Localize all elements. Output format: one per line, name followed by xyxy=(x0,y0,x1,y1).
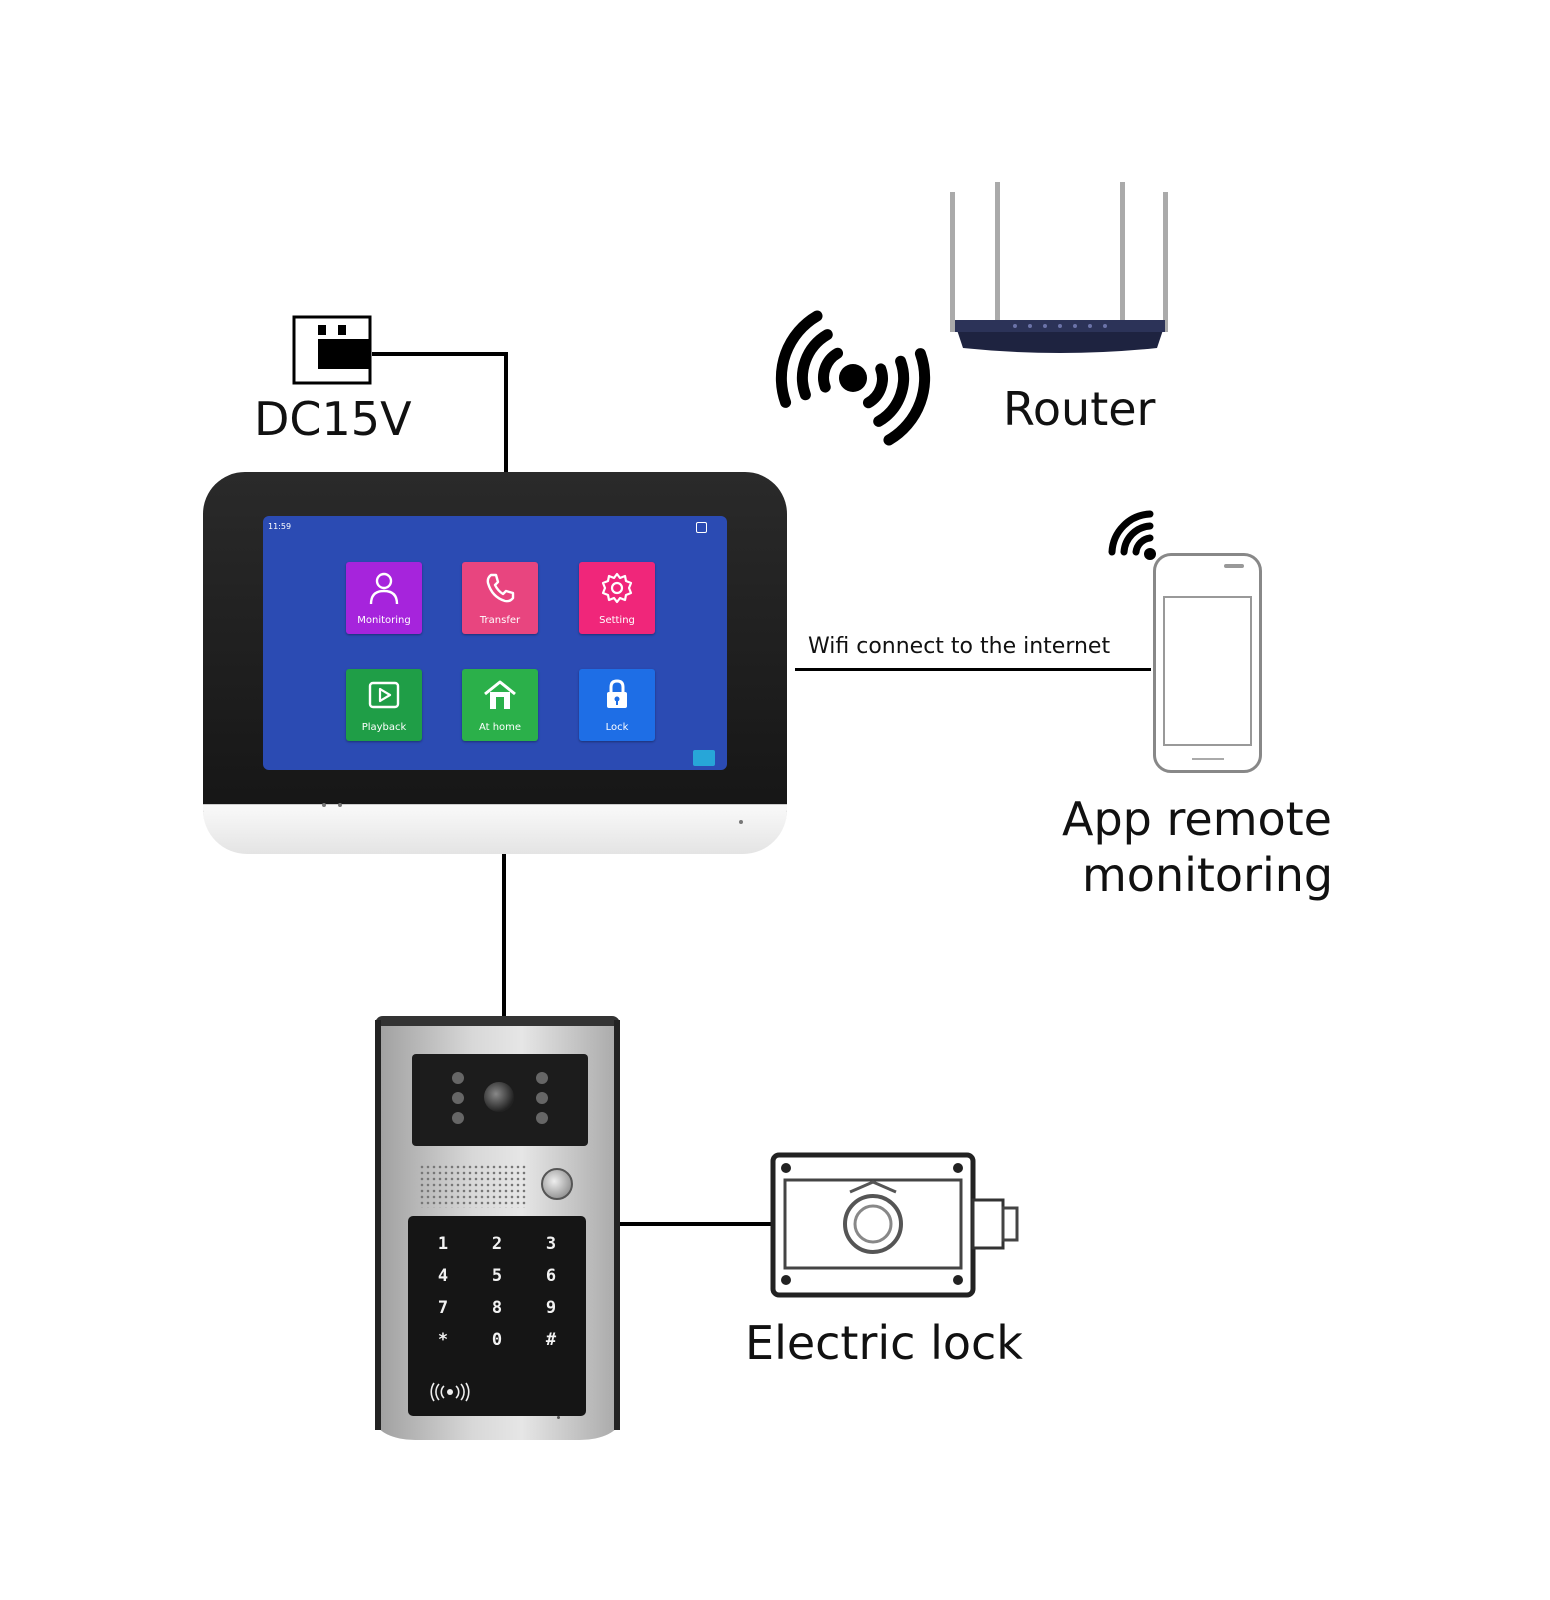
app-label-line1: App remote xyxy=(1062,792,1332,846)
ir-led xyxy=(452,1112,464,1124)
tile-monitoring[interactable]: Monitoring xyxy=(346,562,422,634)
monitor-screen: 11:59 Monitoring Transfer Setting xyxy=(263,516,727,770)
power-label: DC15V xyxy=(254,392,412,446)
keypad: 1 2 3 4 5 6 7 8 9 * 0 # xyxy=(408,1216,586,1416)
outdoor-doorbell: 1 2 3 4 5 6 7 8 9 * 0 # xyxy=(375,1016,620,1440)
key-2[interactable]: 2 xyxy=(491,1234,503,1254)
key-7[interactable]: 7 xyxy=(437,1298,449,1318)
tile-lock[interactable]: Lock xyxy=(579,669,655,741)
power-wire-vertical xyxy=(504,352,508,474)
rfid-icon xyxy=(430,1382,470,1402)
call-button[interactable] xyxy=(541,1168,573,1200)
ir-led xyxy=(536,1072,548,1084)
phone-icon xyxy=(486,573,515,603)
tile-label: Monitoring xyxy=(357,615,411,626)
monitor-doorbell-wire xyxy=(502,854,506,1016)
status-icon xyxy=(696,522,707,533)
person-icon xyxy=(369,572,399,605)
lock-icon xyxy=(607,679,627,708)
router-icon xyxy=(950,182,1168,353)
key-8[interactable]: 8 xyxy=(491,1298,503,1318)
smartphone xyxy=(1153,553,1262,773)
electric-lock-icon xyxy=(770,1152,1019,1298)
monitor-mic xyxy=(739,820,743,824)
lock-wire xyxy=(620,1222,780,1226)
doorbell-frame xyxy=(614,1020,620,1430)
app-label-line2: monitoring xyxy=(1082,848,1334,902)
key-6[interactable]: 6 xyxy=(545,1266,557,1286)
doorbell-rain-cover xyxy=(375,1016,620,1026)
key-star[interactable]: * xyxy=(437,1330,449,1350)
lock-label: Electric lock xyxy=(745,1316,1023,1370)
ir-led xyxy=(536,1112,548,1124)
tile-label: Setting xyxy=(599,615,635,626)
key-4[interactable]: 4 xyxy=(437,1266,449,1286)
doorbell-frame xyxy=(375,1020,381,1430)
phone-home-bar xyxy=(1192,754,1224,760)
speaker-grill xyxy=(419,1164,527,1208)
phone-screen xyxy=(1163,596,1252,746)
tile-at-home[interactable]: At home xyxy=(462,669,538,741)
ir-led xyxy=(536,1092,548,1104)
key-3[interactable]: 3 xyxy=(545,1234,557,1254)
key-1[interactable]: 1 xyxy=(437,1234,449,1254)
play-icon xyxy=(368,681,400,709)
screen-clock: 11:59 xyxy=(268,522,292,531)
ir-led xyxy=(452,1072,464,1084)
tile-label: Playback xyxy=(361,722,407,733)
doorbell-mic xyxy=(557,1416,560,1419)
tile-playback[interactable]: Playback xyxy=(346,669,422,741)
tile-setting[interactable]: Setting xyxy=(579,562,655,634)
ir-led xyxy=(452,1092,464,1104)
home-icon xyxy=(484,680,516,709)
power-adapter-icon xyxy=(292,315,372,385)
tile-label: At home xyxy=(478,722,522,733)
key-9[interactable]: 9 xyxy=(545,1298,557,1318)
wifi-broadcast-icon xyxy=(775,310,931,446)
indoor-monitor: 11:59 Monitoring Transfer Setting xyxy=(203,472,787,854)
key-5[interactable]: 5 xyxy=(491,1266,503,1286)
tile-label: Transfer xyxy=(479,615,521,626)
doorbell-camera-panel xyxy=(412,1054,588,1146)
wifi-link-label: Wifi connect to the internet xyxy=(808,634,1111,659)
gear-icon xyxy=(601,572,633,604)
tile-transfer[interactable]: Transfer xyxy=(462,562,538,634)
monitor-base xyxy=(203,804,787,854)
monitor-indicator xyxy=(338,803,342,807)
camera-lens xyxy=(484,1082,514,1112)
key-0[interactable]: 0 xyxy=(491,1330,503,1350)
tile-label: Lock xyxy=(605,722,629,733)
key-hash[interactable]: # xyxy=(545,1330,557,1350)
power-wire-horizontal xyxy=(372,352,508,356)
camera-button[interactable] xyxy=(693,750,715,766)
router-label: Router xyxy=(1003,382,1156,436)
monitor-indicator xyxy=(322,803,326,807)
phone-speaker xyxy=(1224,564,1244,568)
phone-wifi-icon xyxy=(1108,510,1156,560)
wifi-link-wire xyxy=(795,668,1151,671)
